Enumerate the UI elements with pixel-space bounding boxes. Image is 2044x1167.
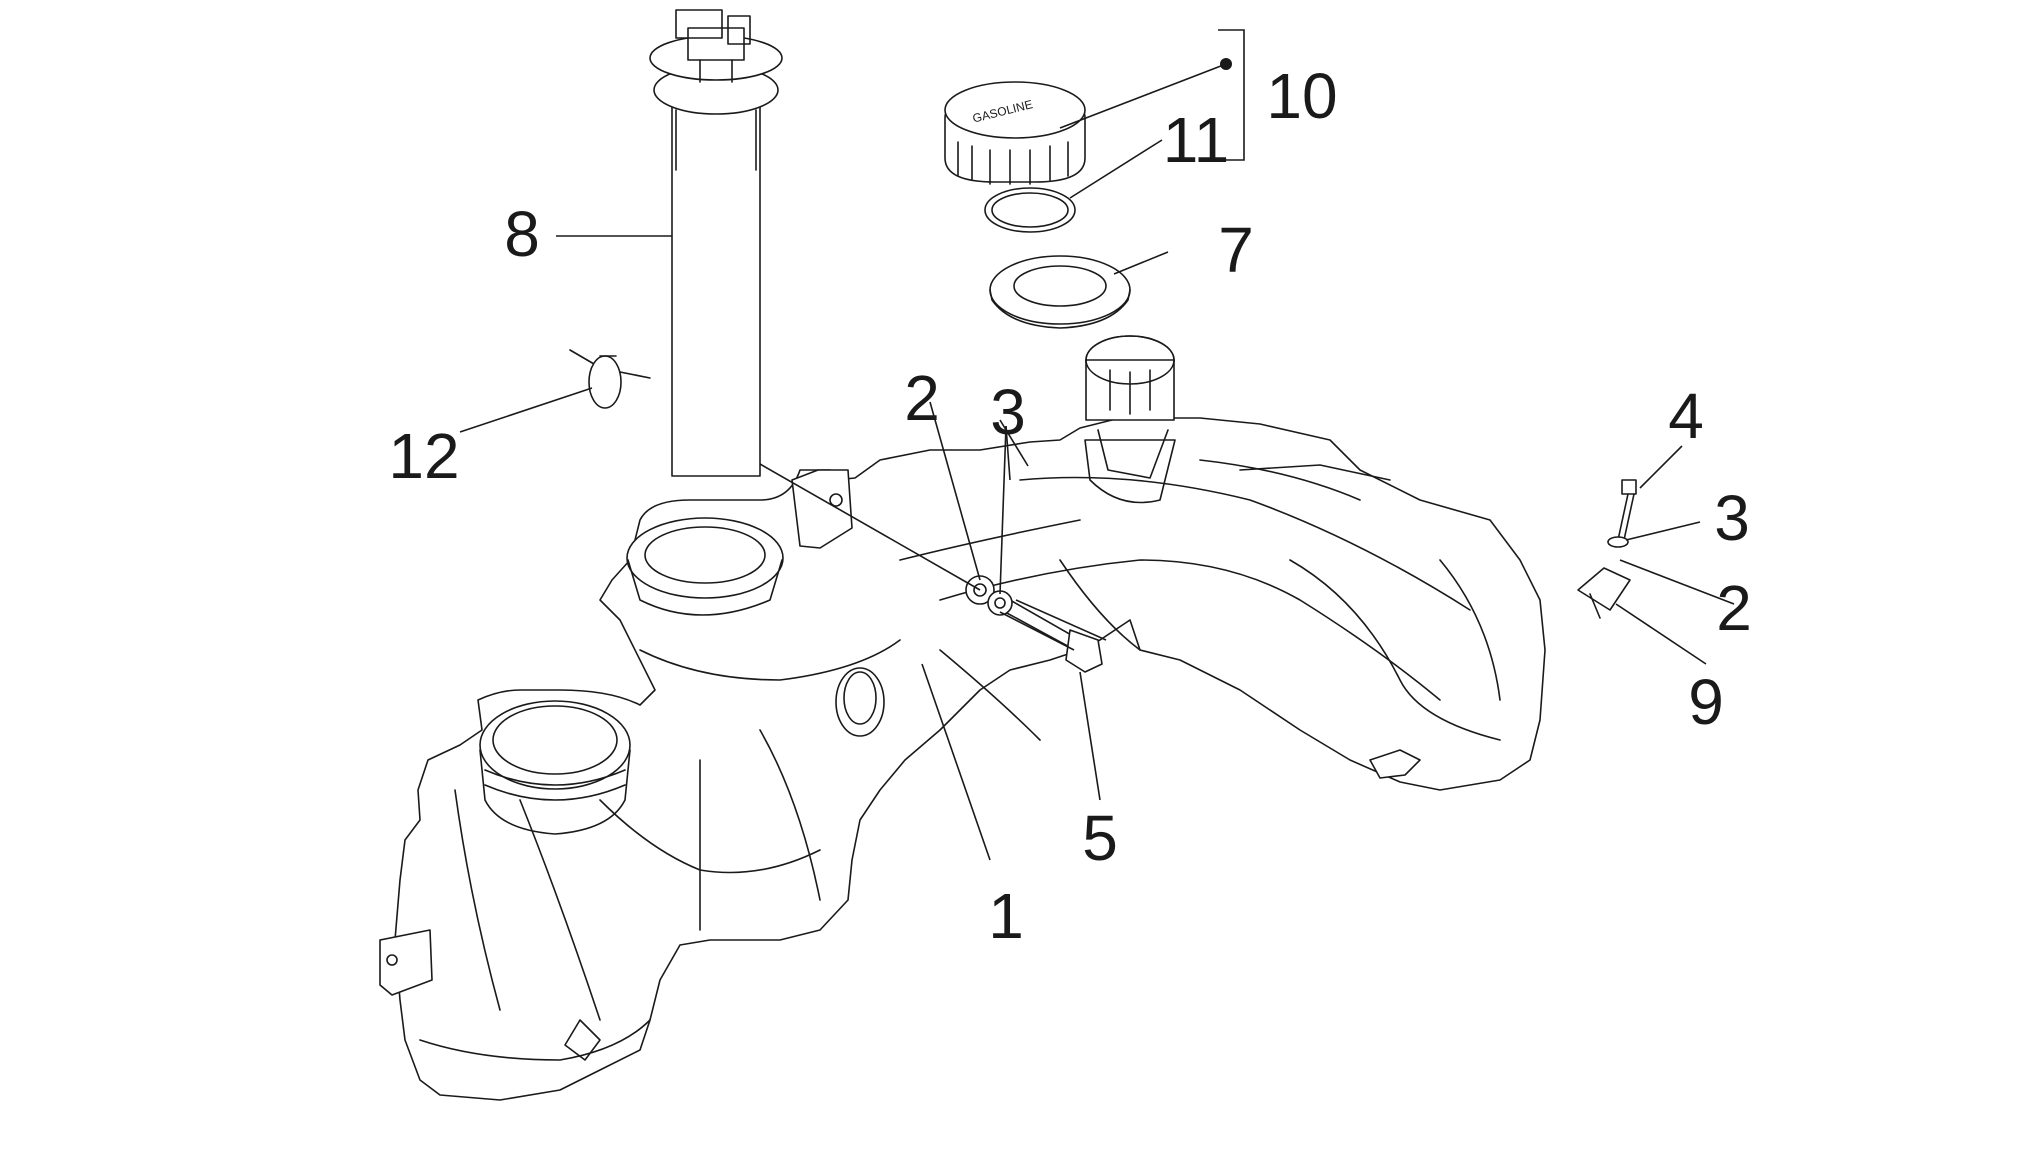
callout-8: 8 — [504, 198, 540, 270]
callout-10: 10 — [1266, 60, 1337, 132]
o-ring — [984, 187, 1076, 233]
callout-1: 1 — [988, 880, 1024, 952]
spacer-bushing — [569, 349, 651, 409]
fuel-cap: GASOLINE — [944, 81, 1086, 185]
callout-9: 9 — [1688, 666, 1724, 738]
fuel-tank — [379, 335, 1546, 1101]
leader-lines — [459, 29, 1735, 861]
bolt-assembly-right — [1577, 479, 1637, 619]
callout-3a: 3 — [990, 376, 1026, 448]
callout-4: 4 — [1668, 380, 1704, 452]
callout-5: 5 — [1082, 802, 1118, 874]
callout-3b: 3 — [1714, 482, 1750, 554]
callout-2b: 2 — [1716, 572, 1752, 644]
filler-ring — [989, 255, 1131, 329]
callout-labels: 1 2 3 4 3 2 9 5 7 8 10 11 12 — [388, 60, 1751, 952]
callout-12: 12 — [388, 420, 459, 492]
bolt-assembly-left — [965, 575, 1103, 673]
fuel-level-sender — [649, 9, 783, 477]
callout-11: 11 — [1163, 104, 1229, 176]
callout-7: 7 — [1218, 214, 1254, 286]
callout-2a: 2 — [904, 362, 940, 434]
